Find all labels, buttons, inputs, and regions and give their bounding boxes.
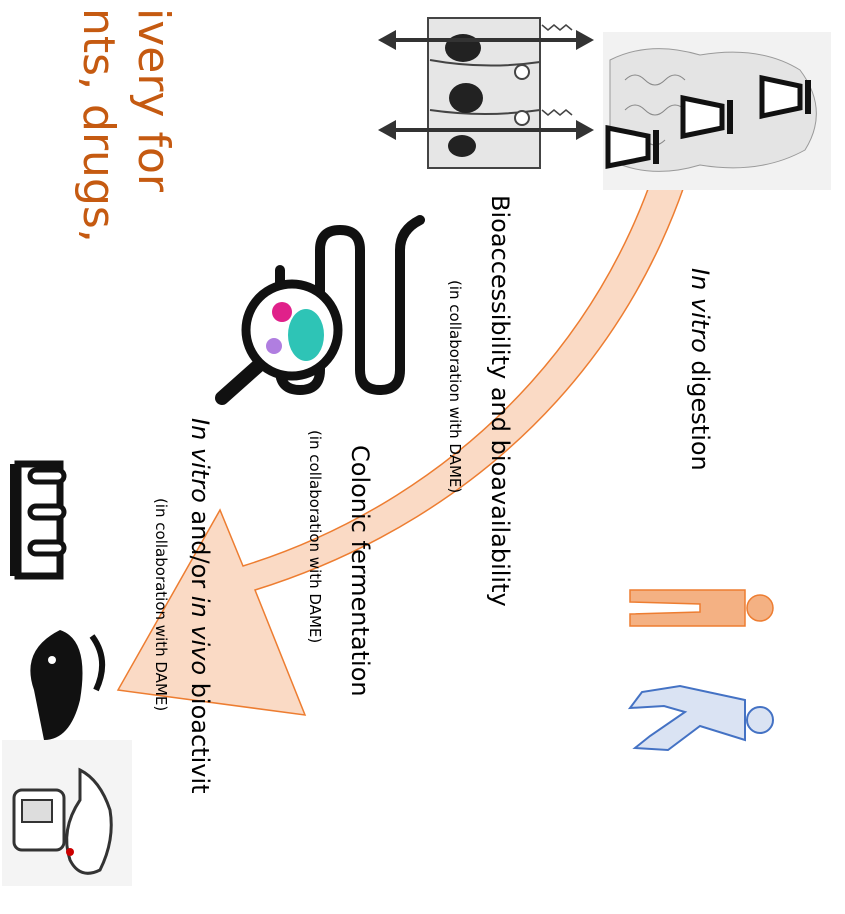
label-bioaccessibility: Bioaccessibility and bioavailability <box>486 195 514 607</box>
title-fragment-2: nts, drugs, <box>73 8 124 243</box>
title-fragment-1: ivery for <box>128 8 179 192</box>
label-colonic-fermentation: Colonic fermentation <box>346 445 374 697</box>
label-bioactivity: In vitro and/or in vivo bioactivit <box>186 418 214 794</box>
label-colonic-collab: (in collaboration with DAME) <box>306 430 324 644</box>
label-in-vitro-italic: In vitro <box>686 268 714 353</box>
process-flow-arrow <box>116 39 719 716</box>
label-bioactivity-collab: (in collaboration with DAME) <box>152 498 170 712</box>
person-lying-icon <box>627 684 774 752</box>
label-bioactivity-italic-2: in vivo <box>186 595 214 676</box>
label-in-vitro-digestion: In vitro digestion <box>686 268 714 471</box>
label-digestion-text: digestion <box>686 352 714 471</box>
human-body-beakers-icon <box>603 32 831 190</box>
test-tubes-rack-icon <box>10 460 67 580</box>
label-bioactivity-italic-1: In vitro <box>186 418 214 503</box>
label-bioactivity-and: and/or <box>186 502 214 596</box>
person-standing-icon <box>629 589 774 627</box>
intestine-magnifier-icon <box>215 215 425 405</box>
gut-epithelium-icon <box>378 17 594 169</box>
rat-head-icon <box>30 630 105 740</box>
label-bioaccessibility-collab: (in collaboration with DAME) <box>446 280 464 494</box>
glucometer-hand-icon <box>2 740 132 886</box>
label-bioactivity-rest: bioactivit <box>186 675 214 794</box>
